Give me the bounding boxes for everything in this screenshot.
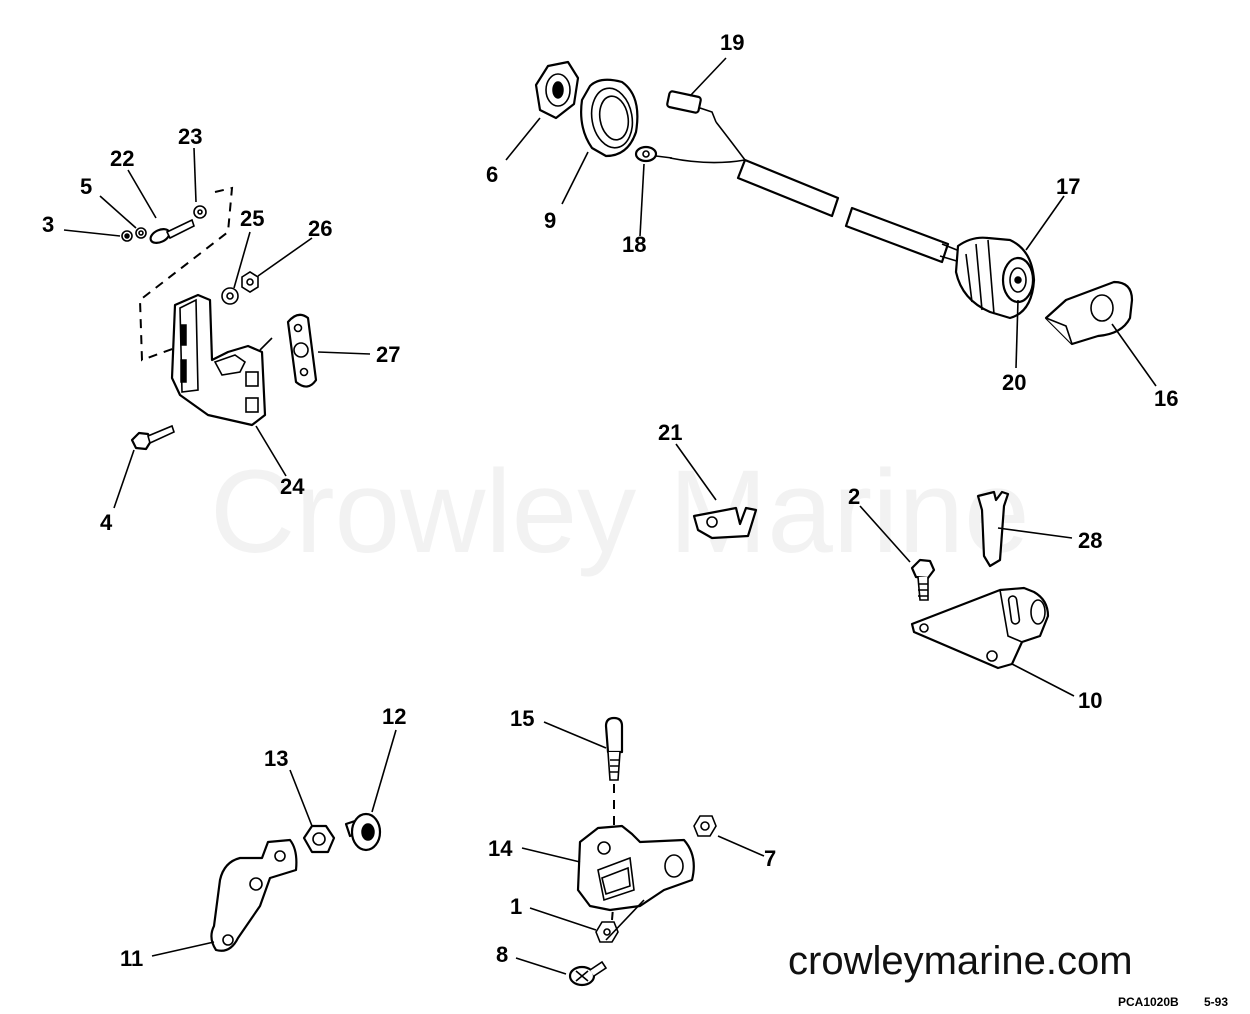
callout-28: 28: [1078, 528, 1102, 553]
callout-12: 12: [382, 704, 406, 729]
callout-5: 5: [80, 174, 92, 199]
part-25-washer: [221, 287, 239, 305]
part-9-seal: [580, 78, 639, 158]
part-27-plate: [286, 313, 318, 388]
part-18-ring-terminal: [634, 145, 673, 163]
callout-labels: 1 2 3 4 5 6 7 8 9 10 11 12 13 14 15 16 1…: [42, 30, 1178, 971]
part-16-switch-bracket: [1044, 280, 1134, 346]
part-19-wire-connector: [666, 90, 717, 123]
callout-9: 9: [544, 208, 556, 233]
part-6-hex-nut: [534, 60, 580, 120]
part-1-nut: [595, 921, 619, 943]
callout-23: 23: [178, 124, 202, 149]
part-22-ball-stud: [149, 218, 195, 244]
part-2-bolt: [910, 558, 936, 601]
leader-lines: [63, 57, 1157, 975]
callout-21: 21: [658, 420, 682, 445]
callout-17: 17: [1056, 174, 1080, 199]
callout-27: 27: [376, 342, 400, 367]
part-4-bolt: [130, 424, 175, 451]
part-11-link-arm: [210, 838, 298, 952]
callout-20: 20: [1002, 370, 1026, 395]
part-21-clip: [692, 506, 758, 540]
callout-13: 13: [264, 746, 288, 771]
part-28-spring-clip: [976, 490, 1010, 568]
wire-harness: [669, 121, 963, 264]
part-26-nut: [241, 271, 259, 293]
callout-11: 11: [120, 946, 143, 971]
part-15-bolt: [604, 716, 624, 781]
callout-24: 24: [280, 474, 305, 499]
part-5-washer: [135, 227, 147, 239]
part-14-link-block: [576, 824, 695, 912]
watermark: Crowley Marine: [210, 446, 1030, 578]
callout-6: 6: [486, 162, 498, 187]
part-7-nut: [693, 815, 717, 837]
callout-2: 2: [848, 484, 860, 509]
callout-15: 15: [510, 706, 534, 731]
part-24-throttle-arm: [170, 293, 267, 427]
callout-10: 10: [1078, 688, 1102, 713]
callout-16: 16: [1154, 386, 1178, 411]
callout-26: 26: [308, 216, 332, 241]
site-url: crowleymarine.com: [788, 939, 1133, 983]
callout-22: 22: [110, 146, 134, 171]
part-10-bracket: [910, 586, 1050, 670]
callout-7: 7: [764, 846, 776, 871]
callout-4: 4: [100, 510, 113, 535]
callout-1: 1: [510, 894, 522, 919]
revision-code: 5-93: [1204, 995, 1228, 1009]
drawing-code: PCA1020B: [1118, 995, 1179, 1009]
part-3-nut: [121, 230, 133, 242]
callout-3: 3: [42, 212, 54, 237]
callout-19: 19: [720, 30, 744, 55]
part-13-nut: [302, 824, 336, 854]
assembly-dashed-line: [138, 186, 234, 362]
part-12-screw: [344, 812, 382, 852]
part-8-screw: [568, 960, 608, 987]
callout-8: 8: [496, 942, 508, 967]
part-20-switch-cap: [1001, 256, 1035, 304]
callout-18: 18: [622, 232, 646, 257]
callout-25: 25: [240, 206, 264, 231]
callout-14: 14: [488, 836, 513, 861]
part-23-washer: [193, 205, 207, 219]
